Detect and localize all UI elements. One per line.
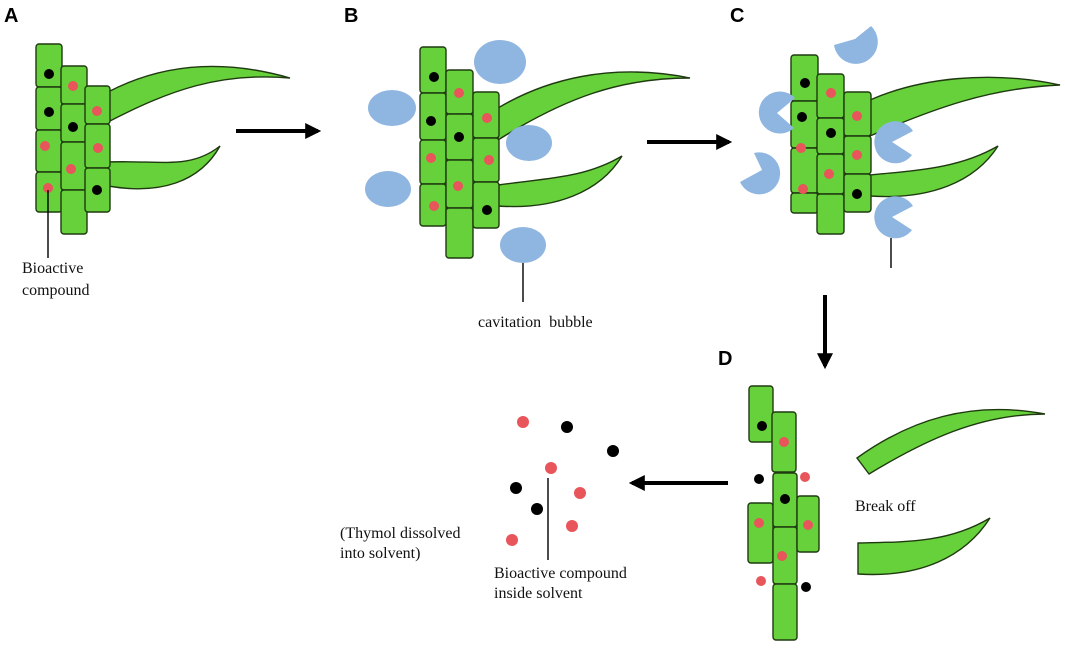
compound-red	[796, 143, 806, 153]
compound-black	[68, 122, 78, 132]
cavitation-bubble	[368, 90, 416, 126]
compound-red	[800, 472, 810, 482]
compound-red	[66, 164, 76, 174]
compound-red	[506, 534, 518, 546]
compound-red	[803, 520, 813, 530]
collapsing-bubble	[834, 26, 878, 64]
cavitation-bubble-label: cavitation bubble	[478, 314, 593, 331]
break-off-label: Break off	[855, 498, 916, 515]
leaf-lower	[869, 145, 999, 198]
compound-black	[531, 503, 543, 515]
cavitation-bubble	[500, 227, 546, 263]
compound-red	[429, 201, 439, 211]
compound-red	[484, 155, 494, 165]
compound-black	[852, 189, 862, 199]
compound-red	[754, 518, 764, 528]
bioactive-inside-solvent-label: Bioactive compound inside solvent	[494, 565, 631, 602]
cell-column-2	[816, 73, 845, 235]
compound-black	[92, 185, 102, 195]
compound-red	[824, 169, 834, 179]
compound-black	[44, 69, 54, 79]
compound-red	[756, 576, 766, 586]
compound-red	[43, 183, 53, 193]
compound-black	[426, 116, 436, 126]
compound-black	[757, 421, 767, 431]
panel-label-d: D	[718, 348, 732, 370]
cavitation-bubble	[506, 125, 552, 161]
compound-red	[852, 150, 862, 160]
compound-red	[777, 551, 787, 561]
cell-column-2	[60, 65, 88, 235]
compound-black	[429, 72, 439, 82]
compound-red	[453, 181, 463, 191]
solvent-compounds	[506, 416, 619, 560]
collapsing-bubble	[874, 121, 913, 164]
compound-red	[92, 106, 102, 116]
collapsing-bubble	[758, 91, 795, 134]
compound-black	[801, 582, 811, 592]
collapsing-bubble	[874, 196, 913, 239]
compound-black	[44, 107, 54, 117]
compound-black	[826, 128, 836, 138]
compound-red	[426, 153, 436, 163]
broken-leaf-lower	[857, 517, 991, 576]
compound-black	[800, 78, 810, 88]
compound-red	[454, 88, 464, 98]
compound-red	[545, 462, 557, 474]
panel-label-b: B	[344, 5, 358, 27]
panel-label-c: C	[730, 5, 744, 27]
collapsing-bubble	[740, 152, 781, 195]
compound-red	[826, 88, 836, 98]
compound-black	[797, 112, 807, 122]
compound-black	[780, 494, 790, 504]
leaf-upper	[107, 65, 291, 124]
cavitation-bubble	[474, 40, 526, 84]
compound-black	[482, 205, 492, 215]
compound-red	[574, 487, 586, 499]
compound-red	[852, 111, 862, 121]
compound-black	[454, 132, 464, 142]
cavitation-bubble	[365, 171, 411, 207]
compound-red	[40, 141, 50, 151]
panel-d-plant-tissue	[747, 385, 1046, 641]
leaf-lower	[107, 145, 221, 190]
leaf-upper	[497, 71, 691, 142]
leaf-lower	[497, 155, 623, 208]
compound-red	[779, 437, 789, 447]
cell-column-3	[843, 91, 872, 213]
compound-red	[68, 81, 78, 91]
panel-b-plant-tissue	[365, 40, 691, 302]
cell-column-1	[790, 54, 819, 214]
compound-black	[607, 445, 619, 457]
broken-leaf-upper	[856, 408, 1046, 475]
panel-a-plant-tissue	[35, 43, 291, 258]
compound-black	[510, 482, 522, 494]
cell-column-2	[445, 69, 474, 259]
compound-red	[517, 416, 529, 428]
bioactive-compound-label: Bioactive compound	[22, 260, 90, 299]
panel-label-a: A	[4, 5, 18, 27]
panel-c-plant-tissue	[740, 26, 1061, 268]
compound-red	[482, 113, 492, 123]
leaf-upper	[869, 76, 1061, 138]
thymol-label: (Thymol dissolved into solvent)	[340, 525, 464, 562]
compound-black	[754, 474, 764, 484]
compound-black	[561, 421, 573, 433]
compound-red	[566, 520, 578, 532]
compound-red	[798, 184, 808, 194]
compound-red	[93, 143, 103, 153]
